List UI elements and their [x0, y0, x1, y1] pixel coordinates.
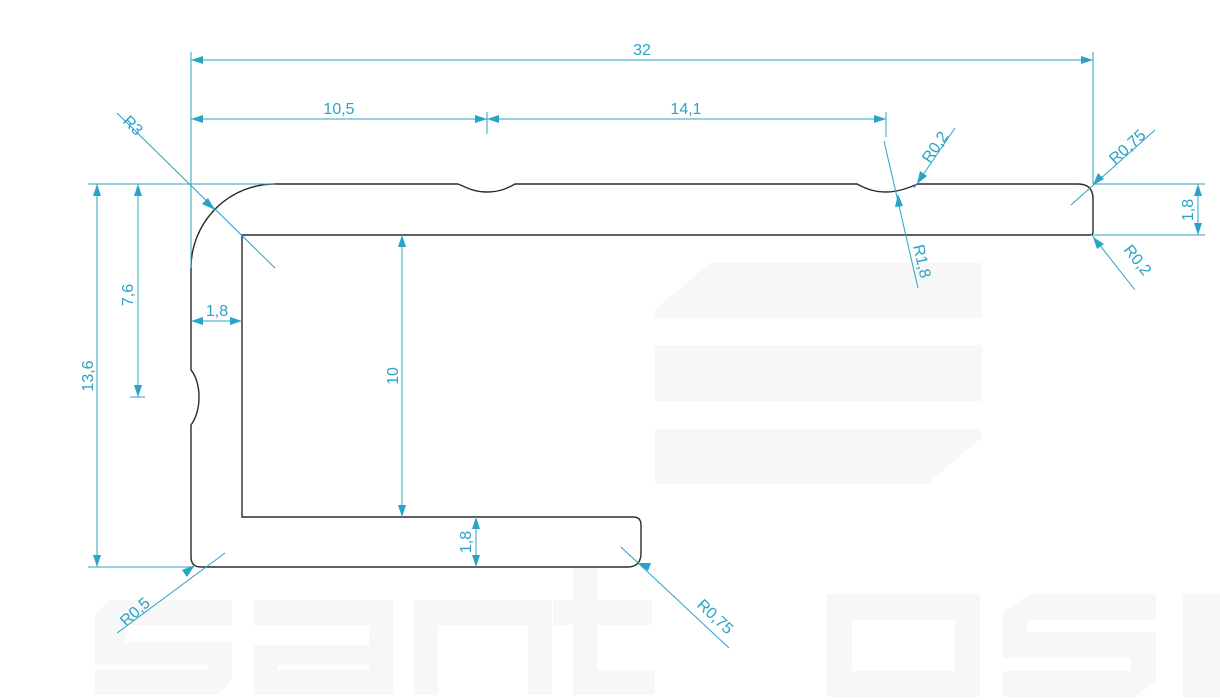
watermark-logo — [95, 263, 1220, 697]
svg-text:R0,75: R0,75 — [693, 596, 736, 638]
svg-text:32: 32 — [633, 42, 651, 59]
profile-outline — [190, 183, 1094, 568]
dimension-wall-thickness-left: 1,8 — [191, 303, 242, 325]
svg-text:10: 10 — [385, 367, 402, 385]
radius-outer-top-left: R3 — [116, 112, 276, 269]
svg-text:1,8: 1,8 — [206, 303, 228, 320]
dimension-left-to-groove: 10,5 — [191, 101, 487, 123]
radius-groove-edge: R0,2 — [913, 127, 956, 189]
dimension-overall-width: 32 — [191, 42, 1093, 64]
svg-text:1,8: 1,8 — [1180, 199, 1197, 221]
watermark-text — [95, 568, 1220, 697]
svg-text:10,5: 10,5 — [323, 101, 354, 118]
radius-top-right-inner: R0,2 — [1090, 233, 1154, 291]
dimension-overall-height: 13,6 — [80, 184, 101, 567]
svg-text:14,1: 14,1 — [670, 101, 701, 118]
svg-text:13,6: 13,6 — [80, 360, 97, 391]
svg-text:R0,2: R0,2 — [919, 129, 952, 167]
radius-top-right-outer: R0,75 — [1070, 127, 1156, 206]
dimension-left-groove-position: 7,6 — [120, 184, 142, 397]
extension-lines — [88, 52, 1205, 568]
svg-text:R0,2: R0,2 — [1120, 242, 1154, 279]
svg-text:7,6: 7,6 — [120, 284, 137, 306]
svg-text:1,8: 1,8 — [458, 531, 475, 553]
svg-text:R3: R3 — [119, 113, 146, 140]
dimension-inner-height: 10 — [385, 235, 406, 517]
dimension-bottom-arm-thickness: 1,8 — [458, 517, 480, 567]
svg-text:R0,75: R0,75 — [1106, 127, 1149, 168]
dimension-groove-to-groove: 14,1 — [487, 101, 886, 123]
dimension-top-arm-thickness: 1,8 — [1180, 184, 1202, 235]
